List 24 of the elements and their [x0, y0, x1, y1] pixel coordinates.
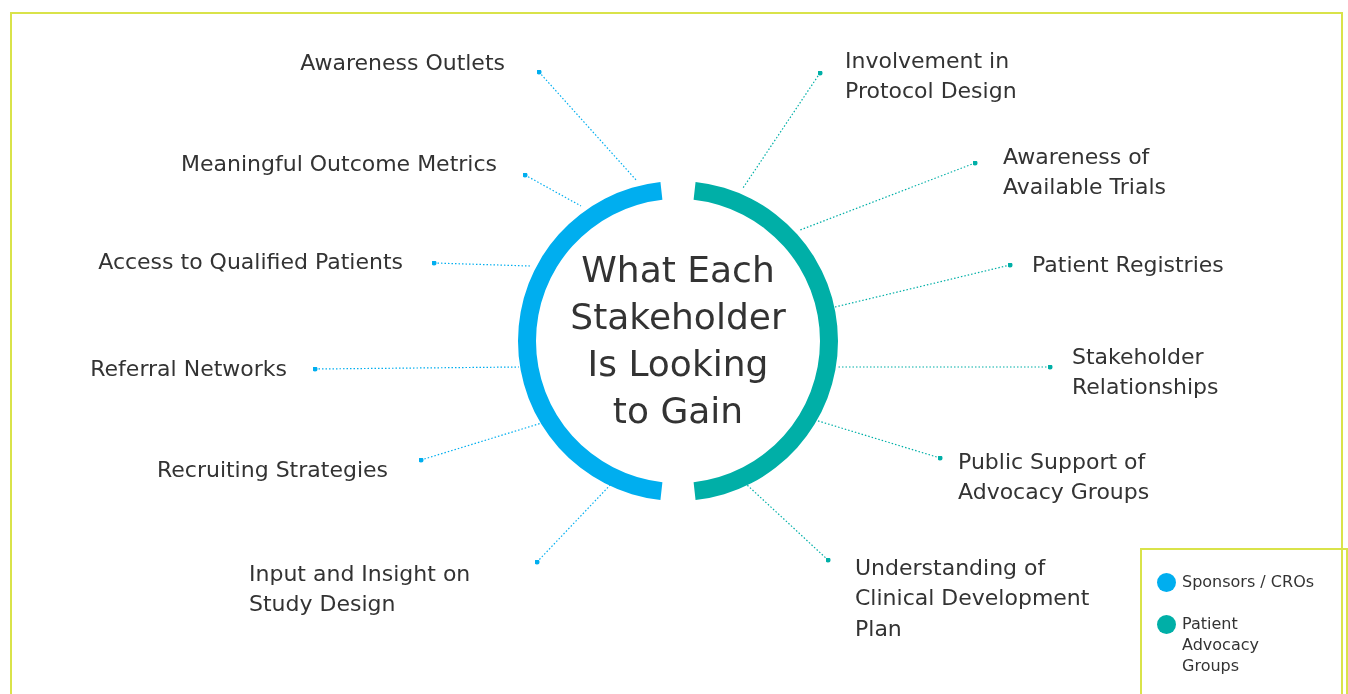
node-label: Recruiting Strategies [156, 455, 388, 484]
node-label: Input and Insight on Study Design [249, 559, 472, 618]
leader-line [742, 70, 823, 189]
node-label: Awareness of Available Trials [1003, 142, 1167, 201]
legend-label: Sponsors / CROs [1182, 572, 1316, 593]
leader-line [431, 260, 531, 267]
leader-line [744, 482, 831, 563]
center-title: What Each Stakeholder Is Looking to Gain [569, 248, 787, 433]
node-label: Access to Qualified Patients [98, 247, 403, 276]
node-label: Stakeholder Relationships [1072, 342, 1220, 401]
leader-line [799, 160, 978, 231]
node-label: Understanding of Clinical Development Plan [855, 554, 1091, 644]
node-label: Awareness Outlets [300, 48, 505, 77]
node-label: Public Support of Advocacy Groups [958, 447, 1151, 506]
node-label: Meaningful Outcome Metrics [181, 149, 497, 178]
leader-line [522, 172, 582, 207]
leader-line [834, 262, 1013, 308]
leader-line [312, 366, 520, 372]
node-label: Patient Registries [1032, 250, 1225, 279]
leader-line [837, 364, 1053, 370]
legend-label: Patient Advocacy Groups [1182, 614, 1260, 677]
leader-line [536, 69, 638, 182]
node-label: Involvement in Protocol Design [845, 46, 1018, 105]
node-label: Referral Networks [90, 354, 287, 383]
